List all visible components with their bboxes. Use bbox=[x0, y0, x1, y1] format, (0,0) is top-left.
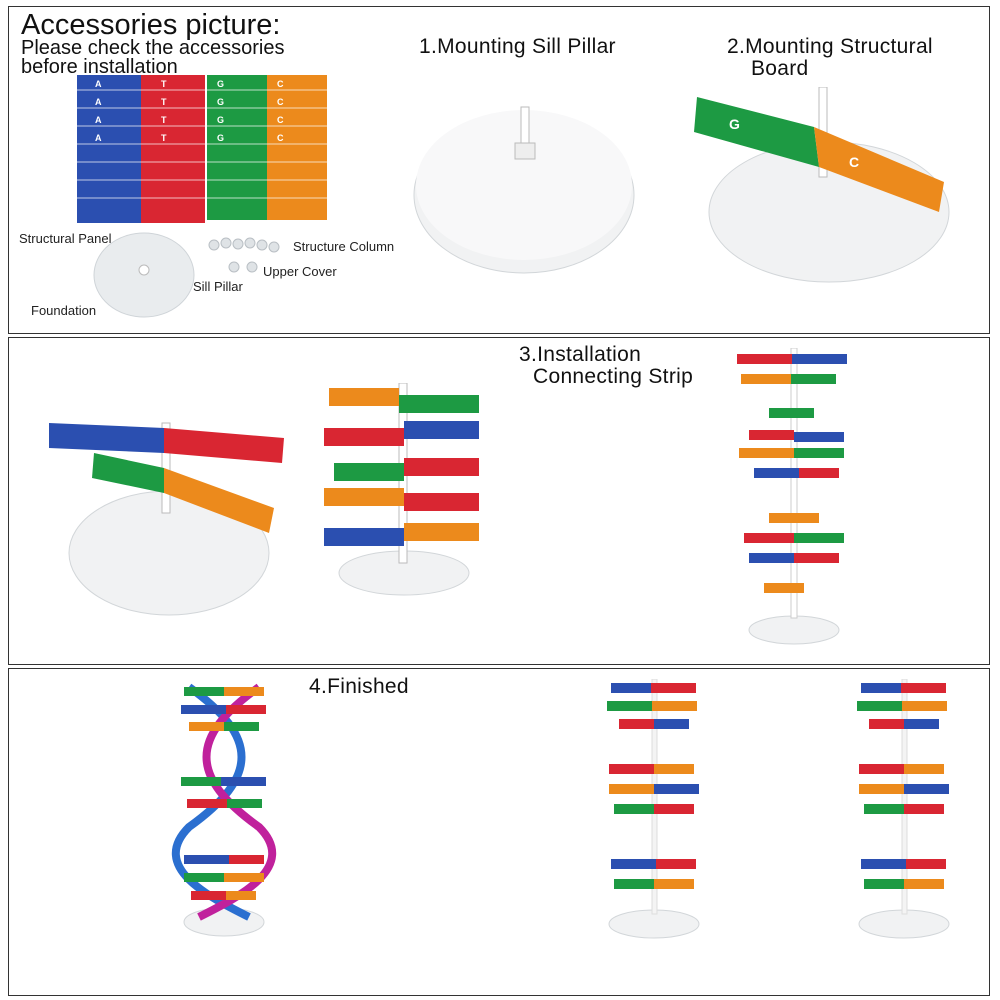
structure-column-label: Structure Column bbox=[293, 239, 395, 254]
svg-text:T: T bbox=[161, 97, 167, 107]
svg-text:G: G bbox=[217, 133, 224, 143]
svg-text:C: C bbox=[277, 115, 284, 125]
svg-text:C: C bbox=[277, 133, 284, 143]
finished-helix-colored-image bbox=[171, 683, 277, 937]
sill-pillar-label: Sill Pillar bbox=[193, 279, 243, 294]
foundation-disc-image bbox=[93, 232, 195, 318]
foundation-label: Foundation bbox=[31, 303, 97, 318]
finished-helix-clear-image-2 bbox=[857, 679, 950, 939]
svg-text:G: G bbox=[217, 79, 224, 89]
svg-text:T: T bbox=[161, 115, 167, 125]
finished-panel: 4.Finished bbox=[8, 668, 990, 996]
structural-board-mounted-image: G C bbox=[694, 87, 950, 283]
sill-pillar-base-image bbox=[413, 106, 635, 274]
svg-text:A: A bbox=[95, 79, 102, 89]
step2-label-line1: 2.Mounting Structural bbox=[727, 35, 933, 58]
partial-helix-image bbox=[324, 383, 479, 596]
tall-helix-assembly-image bbox=[737, 348, 847, 645]
accessories-panel: Accessories picture: Please check the ac… bbox=[8, 6, 990, 334]
gc-strip-set bbox=[207, 75, 327, 220]
svg-text:T: T bbox=[161, 79, 167, 89]
svg-text:T: T bbox=[161, 133, 167, 143]
finished-helix-clear-image-1 bbox=[607, 679, 700, 939]
installation-panel: 3.Installation Connecting Strip bbox=[8, 337, 990, 665]
small-parts-image bbox=[208, 237, 280, 273]
step1-label: 1.Mounting Sill Pillar bbox=[419, 35, 616, 58]
board-letter-g: G bbox=[729, 116, 740, 132]
step3-label-line2: Connecting Strip bbox=[533, 365, 694, 388]
svg-text:C: C bbox=[277, 97, 284, 107]
board-letter-c: C bbox=[849, 154, 859, 170]
structural-panel-label: Structural Panel bbox=[19, 231, 112, 246]
step2-label-line2: Board bbox=[751, 57, 809, 80]
svg-text:A: A bbox=[95, 133, 102, 143]
svg-text:G: G bbox=[217, 97, 224, 107]
svg-text:A: A bbox=[95, 97, 102, 107]
accessories-title: Accessories picture: bbox=[21, 9, 281, 41]
accessories-subtitle-line1: Please check the accessories bbox=[21, 37, 285, 59]
accessories-subtitle-line2: before installation bbox=[21, 56, 178, 78]
step3-label-line1: 3.Installation bbox=[519, 343, 642, 366]
svg-text:G: G bbox=[217, 115, 224, 125]
base-with-two-strips-image bbox=[49, 422, 284, 616]
svg-text:C: C bbox=[277, 79, 284, 89]
step4-label: 4.Finished bbox=[309, 675, 409, 698]
svg-text:A: A bbox=[95, 115, 102, 125]
upper-cover-label: Upper Cover bbox=[263, 264, 337, 279]
at-strip-set bbox=[77, 75, 205, 223]
